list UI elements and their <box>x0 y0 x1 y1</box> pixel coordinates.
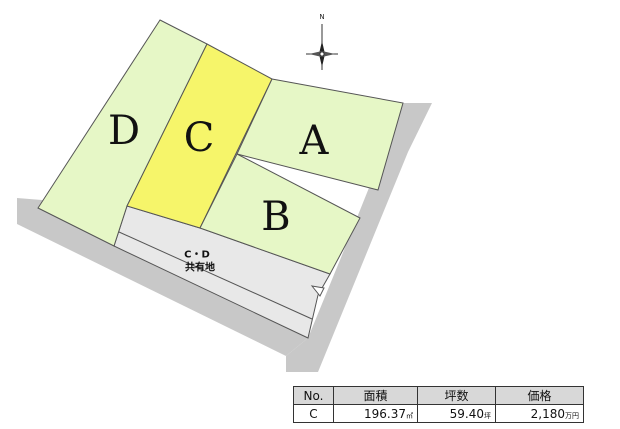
lot-a <box>236 78 404 191</box>
header-area: 面積 <box>333 386 418 405</box>
cell-area: 196.37㎡ <box>333 404 418 423</box>
cell-no: C <box>293 404 334 423</box>
shared-land-label-line2: 共有地 <box>185 261 215 274</box>
table-header-row: No. 面積 坪数 価格 <box>293 386 584 405</box>
header-no: No. <box>293 386 334 405</box>
road-left <box>17 198 308 356</box>
lot-b-label: B <box>261 194 290 240</box>
compass-north-label: N <box>319 13 324 21</box>
area-unit: ㎡ <box>406 411 413 420</box>
area-value: 196.37 <box>364 406 406 421</box>
lot-a-label: A <box>299 118 330 164</box>
lot-b <box>199 153 361 275</box>
road-right <box>286 103 432 372</box>
shared-land-corner <box>310 285 325 297</box>
lot-d <box>37 19 208 247</box>
north-arrow-icon: N <box>306 13 338 70</box>
cell-price: 2,180万円 <box>495 404 584 423</box>
shared-land-label-line1: C・D <box>184 250 210 261</box>
header-price: 価格 <box>495 386 584 405</box>
site-plan: D C A B C・D 共有地 N <box>17 13 432 372</box>
lot-info-table: No. 面積 坪数 価格 C 196.37㎡ 59.40坪 2,180万円 <box>293 386 584 423</box>
cell-tsubo: 59.40坪 <box>417 404 496 423</box>
tsubo-unit: 坪 <box>484 411 491 420</box>
price-value: 2,180 <box>530 406 565 421</box>
price-unit: 万円 <box>565 411 579 420</box>
header-tsubo: 坪数 <box>417 386 496 405</box>
shared-land-divider <box>118 231 313 320</box>
table-row: C 196.37㎡ 59.40坪 2,180万円 <box>293 404 584 423</box>
tsubo-value: 59.40 <box>449 406 484 421</box>
lot-c-label: C <box>184 115 215 161</box>
lot-d-label: D <box>108 108 140 154</box>
